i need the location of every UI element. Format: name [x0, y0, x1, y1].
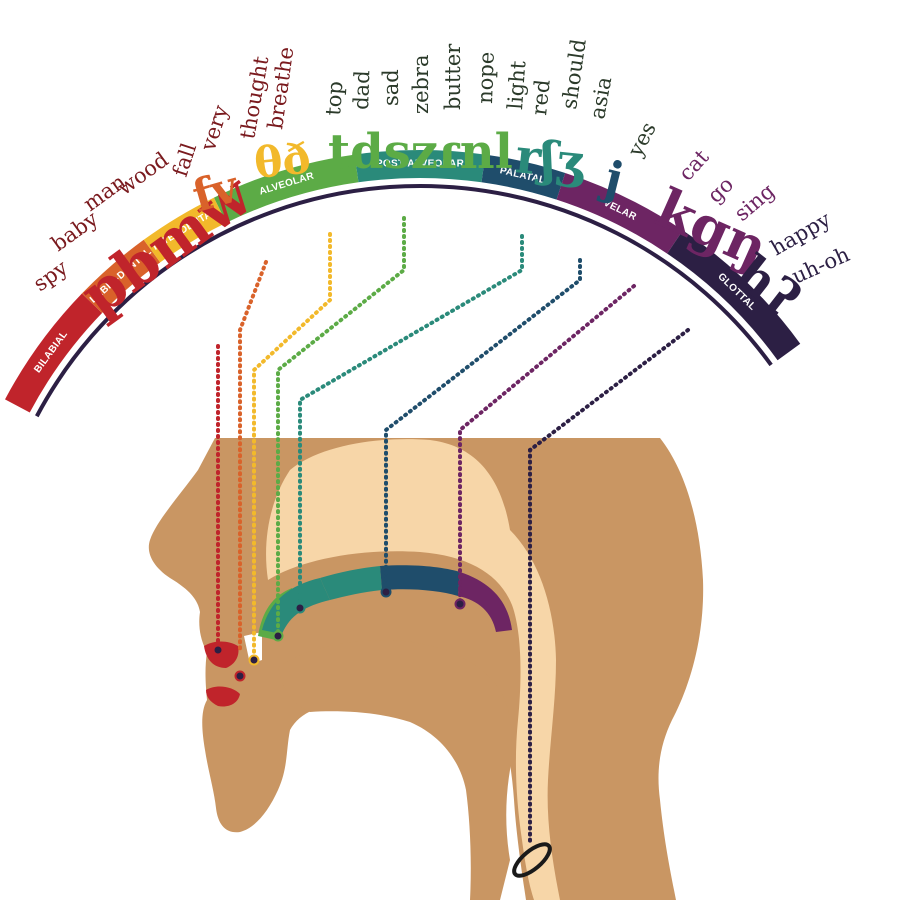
guide-line-alveolar	[276, 216, 406, 638]
example-word: asia	[585, 75, 616, 121]
example-word: nope	[473, 51, 499, 104]
upper-lip	[204, 641, 239, 668]
guide-line-labiodental	[238, 260, 268, 652]
palate-segment-postalveolar	[320, 566, 382, 600]
arc-segment-glottal	[667, 230, 801, 361]
articulation-point-velar	[454, 598, 466, 610]
guide-line-palatal	[384, 258, 582, 594]
lower-lip	[206, 686, 240, 707]
arc-segment-velar	[556, 173, 683, 254]
oral-cavity	[266, 439, 560, 900]
example-word: spy	[29, 255, 72, 296]
ipa-interdental: θð	[252, 133, 313, 188]
example-word: uh-oh	[788, 242, 853, 288]
arc-segment-bilabial	[5, 293, 103, 413]
place-arc: BILABIALLABIO-DENTALINTERDENTALALVEOLARP…	[5, 149, 801, 418]
palate-segment-palatal	[380, 565, 460, 596]
guide-line-velar	[458, 284, 636, 606]
example-word: top	[321, 80, 347, 116]
palate-segment-velar	[458, 572, 512, 632]
example-word: sad	[379, 69, 403, 106]
example-word: yes	[623, 118, 661, 161]
arc-segment-postalveolar	[354, 149, 486, 183]
head-illustration	[148, 438, 704, 900]
tongue	[278, 640, 512, 900]
arc-segment-interdental	[143, 197, 227, 263]
articulation-point-bilabial	[212, 644, 224, 656]
glottis	[512, 842, 552, 878]
ipa-postalveolar: rʃʒ	[513, 128, 589, 191]
example-word: very	[196, 102, 233, 154]
arc-segment-alveolar	[213, 154, 359, 223]
guide-line-postalveolar	[298, 234, 524, 610]
articulation-point-bilabial	[234, 670, 246, 682]
example-word: dad	[349, 70, 374, 110]
articulation-point-interdental	[248, 654, 260, 666]
articulation-point-alveolar	[272, 630, 284, 642]
arc-segment-labiodental	[81, 239, 161, 313]
example-word: should	[557, 37, 591, 110]
arc-segment-palatal	[481, 154, 566, 200]
arc-label-postalveolar: POST-ALVEOLAR	[376, 159, 465, 170]
example-words: spy baby man wood fall very thought brea…	[29, 37, 853, 296]
guide-line-interdental	[252, 232, 332, 660]
example-word: zebra	[409, 55, 433, 115]
example-word: red	[527, 78, 555, 116]
example-word: butter	[441, 43, 465, 110]
example-word: light	[503, 59, 530, 110]
arc-rim	[35, 184, 773, 418]
guide-line-glottal	[528, 328, 690, 847]
guide-lines	[212, 216, 690, 847]
ipa-alveolar: tdszɾnl	[328, 124, 513, 180]
articulation-point-postalveolar	[294, 602, 306, 614]
example-word: wood	[113, 147, 173, 200]
articulation-point-palatal	[380, 586, 392, 598]
